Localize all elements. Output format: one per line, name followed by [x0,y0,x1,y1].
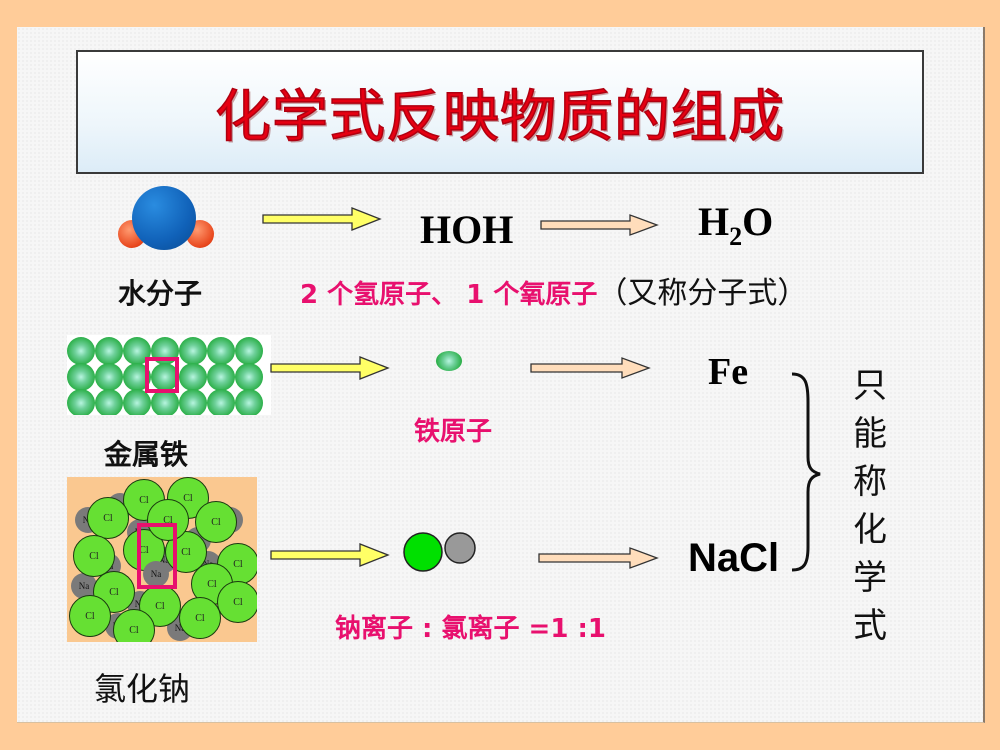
curly-brace-icon [791,372,821,572]
note-char: 化 [853,510,887,550]
selection-box [137,523,177,589]
iron-atom-icon [207,363,235,391]
peach-arrow-icon [530,357,651,379]
sodium-ion-icon: Na [71,573,97,599]
note-char: 称 [853,462,887,502]
h2o-formula: H2O [698,198,773,252]
sodium-ion-icon [444,532,476,564]
iron-atom-icon [67,389,95,415]
chloride-ion-icon: Cl [87,497,129,539]
sodium-chloride-label: 氯化钠 [94,670,191,708]
h2o-subscript: 2 [729,222,743,251]
iron-atom-icon [67,337,95,365]
ion-pair-icon [403,532,476,572]
iron-atom-icon [151,363,179,391]
note-char: 只 [853,366,887,406]
chloride-ion-icon: Cl [179,597,221,639]
iron-atom-icon [95,389,123,415]
chloride-ion-icon: Cl [69,595,111,637]
iron-atom-icon [207,337,235,365]
chloride-ion-icon: Cl [113,609,155,642]
also-called-text: （又称分子式） [597,276,808,311]
water-composition-text: 2 个氢原子、 1 个氧原子（又称分子式） [300,268,807,312]
note-char: 式 [853,606,887,646]
h2o-h: H [698,199,730,244]
sodium-chloride-crystal-image: NaNaNaNaNaNaNaNaNaNaNaNaNaNaNaClClClClCl… [67,477,257,642]
selection-box [145,357,179,393]
chloride-ion-icon [403,532,443,572]
iron-atom-icon [67,363,95,391]
note-char: 学 [853,558,887,598]
yellow-arrow-icon [262,207,382,231]
iron-atom-icon [179,337,207,365]
iron-atom-icon [123,389,151,415]
iron-atom-icon [95,363,123,391]
peach-arrow-icon [538,547,659,569]
iron-atom-icon [235,389,263,415]
sodium-ion-icon: Na [143,561,169,587]
fe-formula: Fe [708,351,749,393]
note-char: 能 [853,414,887,454]
water-molecule-icon [116,186,216,256]
hoh-formula: HOH [420,207,514,252]
iron-lattice-image [67,335,271,415]
iron-atom-icon [235,363,263,391]
yellow-arrow-icon [270,543,390,567]
chloride-ion-icon: Cl [217,581,257,623]
metal-iron-label: 金属铁 [104,438,189,471]
iron-atom-icon [95,337,123,365]
iron-atom-icon [436,351,462,371]
only-chemical-formula-note: 只 能 称 化 学 式 [850,362,890,650]
atom-count-text: 2 个氢原子、 1 个氧原子 [300,280,598,310]
chloride-ion-icon: Cl [195,501,237,543]
slide-title: 化学式反映物质的组成 [214,84,785,151]
iron-atom-icon [235,337,263,365]
iron-atom-icon [179,363,207,391]
oxygen-atom-icon [132,186,196,250]
water-molecule-label: 水分子 [118,277,203,310]
iron-atom-icon [151,389,179,415]
iron-atom-icon [207,389,235,415]
chloride-ion-icon: Cl [147,499,189,541]
chloride-ion-icon: Cl [73,535,115,577]
nacl-formula: NaCl [688,536,780,580]
iron-atom-icon [179,389,207,415]
ion-ratio-label: 钠离子 : 氯离子 =1 :1 [335,614,606,644]
peach-arrow-icon [540,214,659,236]
iron-atom-label: 铁原子 [414,417,493,447]
title-banner: 化学式反映物质的组成 [76,50,924,174]
yellow-arrow-icon [270,356,390,380]
h2o-o: O [742,199,774,244]
